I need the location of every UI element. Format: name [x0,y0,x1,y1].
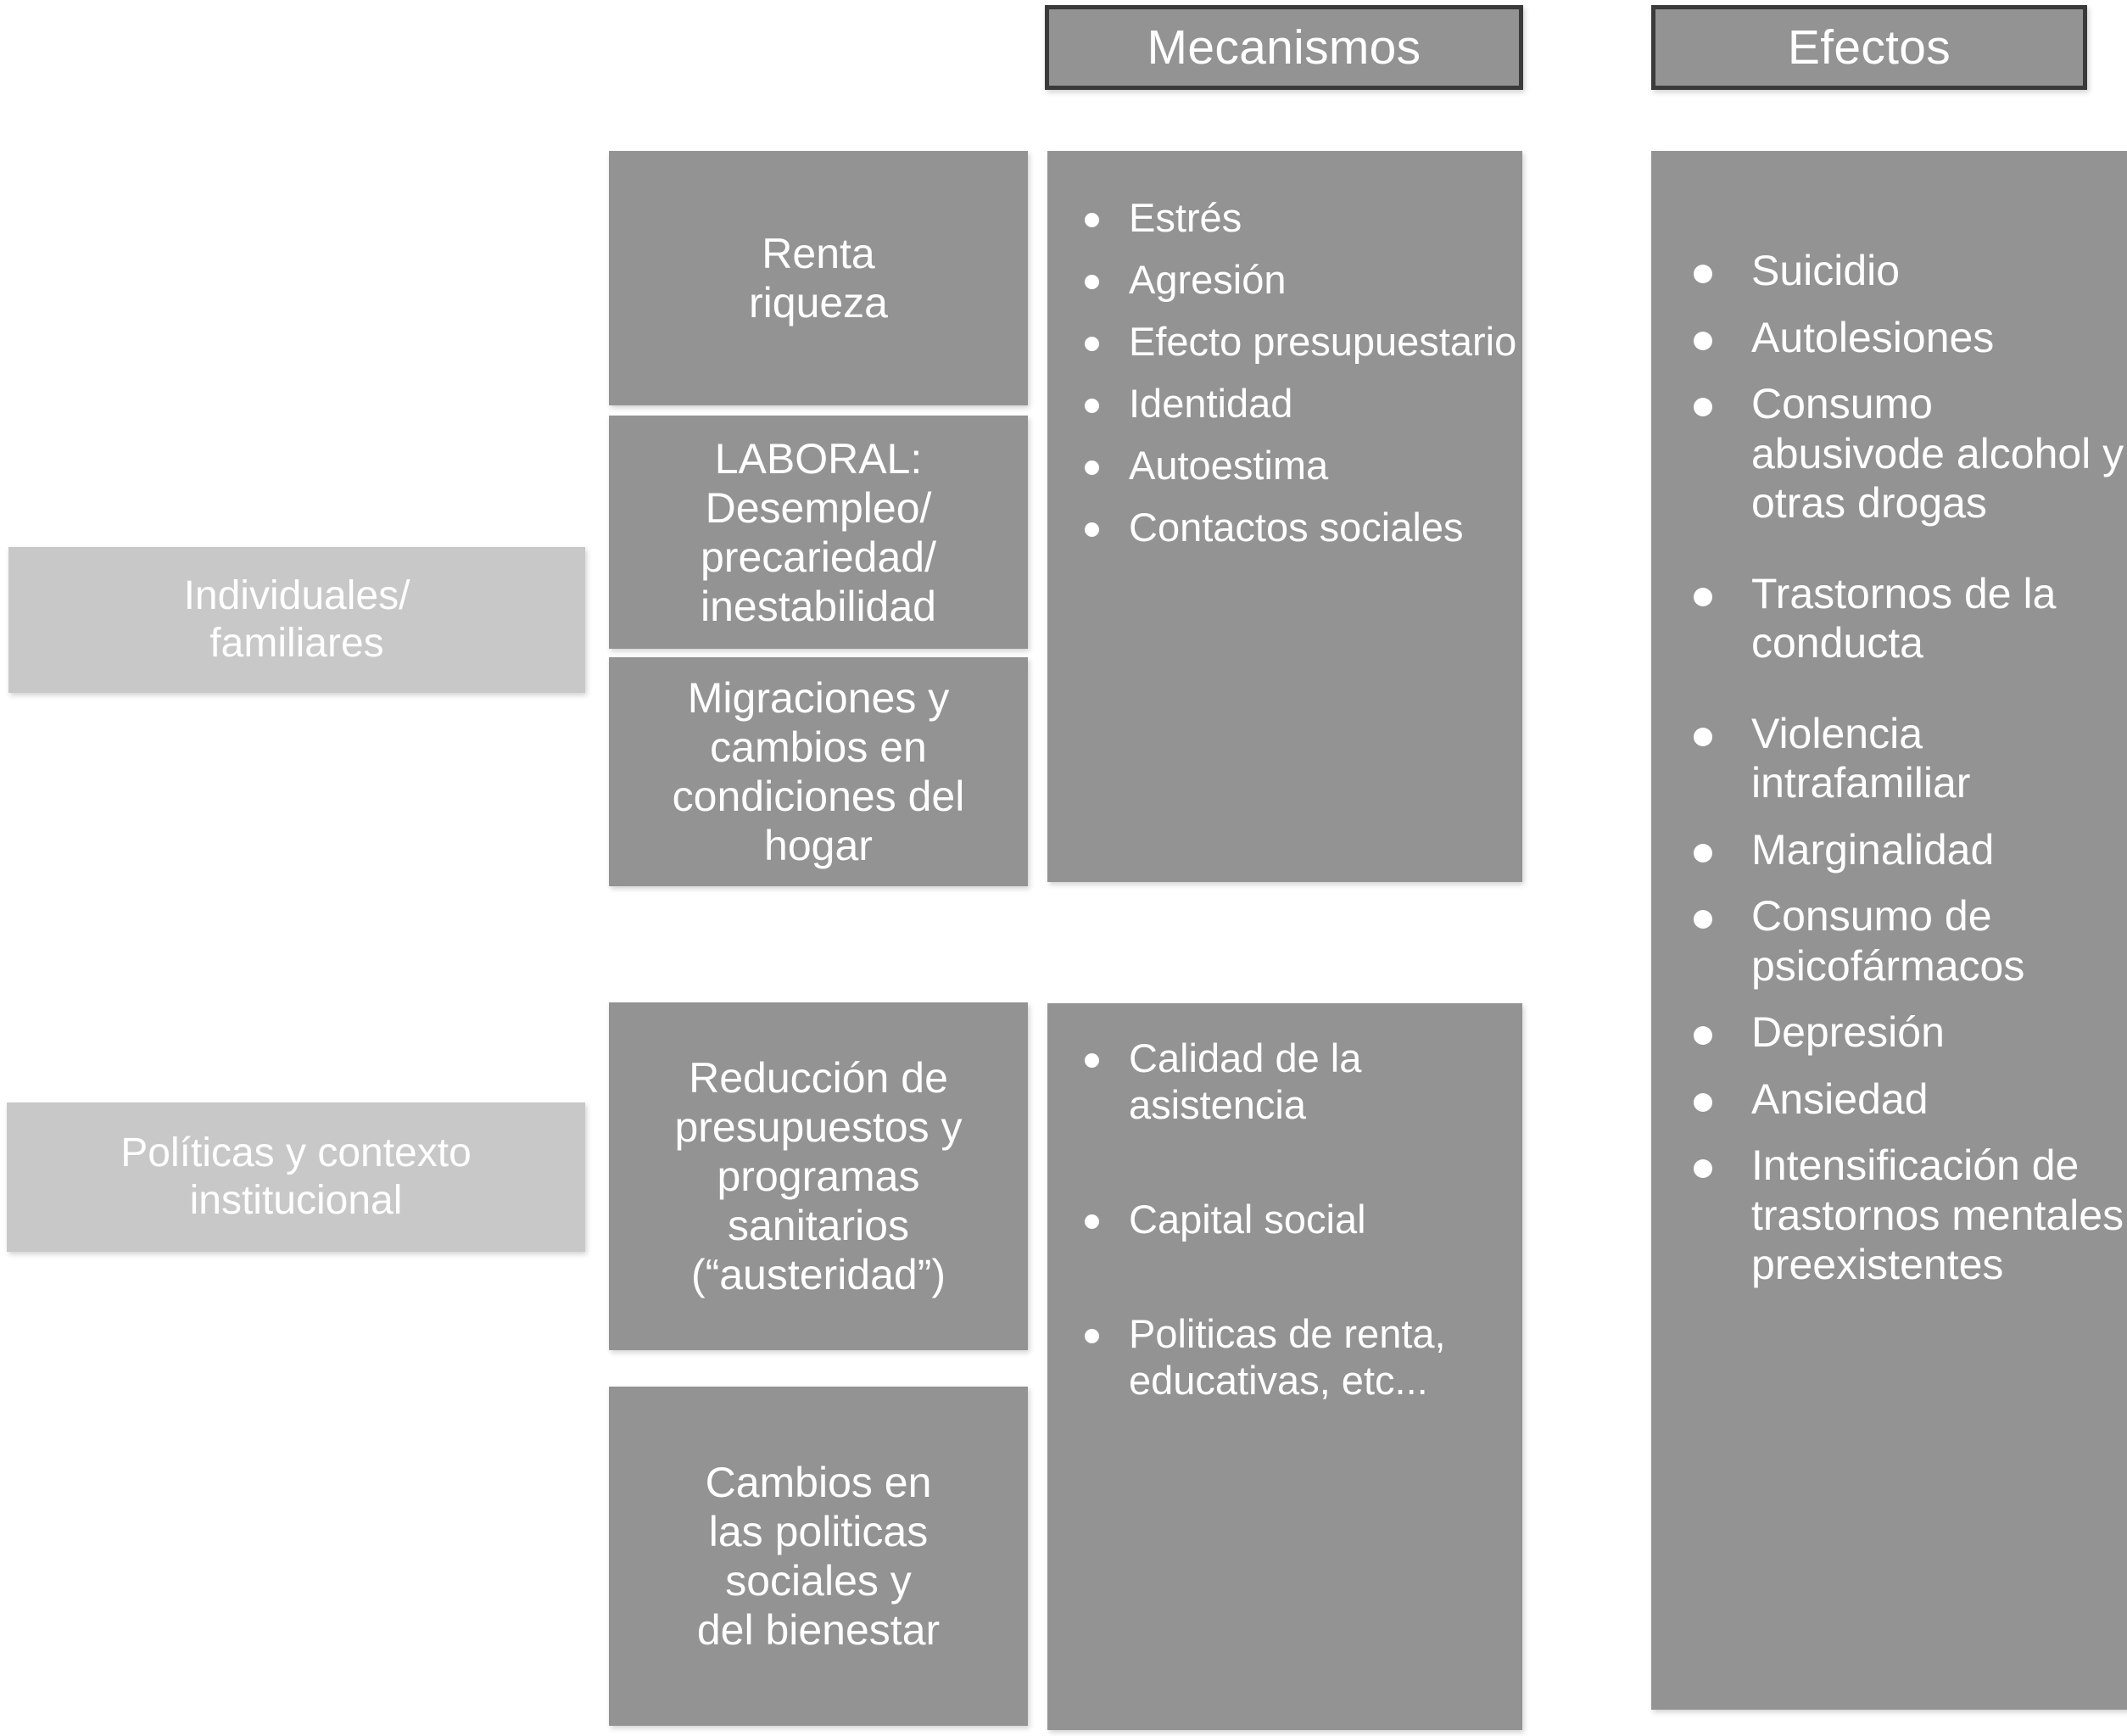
list-item: Intensificación de trastornos mentales p… [1651,1141,2127,1290]
category-label-individuales-familiares: Individuales/ familiares [183,573,410,666]
bullet-dot-icon [1694,1159,1712,1178]
bullet-dot-icon [1694,265,1712,283]
column-header-mecanismos-label: Mecanismos [1147,20,1421,75]
determinant-box-cambios-politicas-sociales: Cambios en las politicas sociales y del … [609,1387,1028,1726]
bullet-dot-icon [1085,1328,1099,1343]
list-item: Marginalidad [1651,825,2127,875]
bullet-dot-icon [1694,398,1712,416]
list-item: Violencia intrafamiliar [1651,709,2127,808]
bullet-dot-icon [1694,1026,1712,1045]
list-item: Autoestima [1047,443,1522,489]
mecanismo-label: Politicas de renta, educativas, etc... [1129,1310,1446,1403]
bullet-dot-icon [1085,213,1099,227]
efecto-label: Consumo de psicofármacos [1751,892,2025,990]
mecanismo-label: Calidad de la asistencia [1129,1035,1362,1127]
mecanismo-label: Efecto presupuestario [1129,318,1517,364]
list-item: Contactos sociales [1047,505,1522,551]
efectos-list: Suicidio Autolesiones Consumo abusivode … [1651,151,2127,1290]
bullet-dot-icon [1694,587,1712,606]
determinant-box-reduccion-presupuestos: Reducción de presupuestos y programas sa… [609,1002,1028,1350]
list-item: Autolesiones [1651,313,2127,363]
efecto-label: Intensificación de trastornos mentales p… [1751,1142,2124,1288]
efecto-label: Ansiedad [1751,1075,1929,1123]
mecanismo-label: Agresión [1129,256,1287,302]
determinant-label-renta-riqueza: Renta riqueza [749,230,888,327]
mecanismos-box-politicas: Calidad de la asistencia Capital social … [1047,1003,1522,1730]
bullet-dot-icon [1694,727,1712,746]
efecto-label: Autolesiones [1751,313,1995,361]
bullet-dot-icon [1085,522,1099,537]
bullet-dot-icon [1694,1092,1712,1112]
determinant-box-migraciones: Migraciones y cambios en condiciones del… [609,657,1028,886]
list-item: Efecto presupuestario [1047,319,1522,366]
bullet-dot-icon [1694,843,1712,862]
mecanismos-individuales-list: Estrés Agresión Efecto presupuestario Id… [1047,151,1522,551]
bullet-dot-icon [1694,910,1712,929]
list-item: Trastornos de la conducta [1651,569,2127,668]
determinant-label-cambios-politicas-sociales: Cambios en las politicas sociales y del … [696,1459,941,1654]
mecanismo-label: Identidad [1129,380,1293,426]
list-item: Consumo abusivode alcohol y otras drogas [1651,379,2127,528]
list-item: Consumo de psicofármacos [1651,891,2127,991]
list-item: Calidad de la asistencia [1047,1035,1522,1129]
efecto-label: Marginalidad [1751,825,1995,874]
efecto-label: Trastornos de la conducta [1751,569,2057,667]
bullet-dot-icon [1085,398,1099,413]
column-header-mecanismos: Mecanismos [1045,5,1523,90]
efectos-box: Suicidio Autolesiones Consumo abusivode … [1651,151,2127,1710]
bullet-dot-icon [1085,336,1099,351]
bullet-dot-icon [1085,1214,1099,1229]
mecanismos-box-individuales: Estrés Agresión Efecto presupuestario Id… [1047,151,1522,882]
efecto-label: Consumo abusivode alcohol y otras drogas [1751,380,2124,527]
mecanismo-label: Capital social [1129,1196,1366,1242]
category-label-politicas-contexto-institucional: Políticas y contexto institucional [120,1130,472,1223]
mecanismos-politicas-list: Calidad de la asistencia Capital social … [1047,1003,1522,1404]
determinant-label-migraciones: Migraciones y cambios en condiciones del… [672,674,965,869]
determinant-label-laboral: LABORAL: Desempleo/ precariedad/ inestab… [701,434,936,630]
list-item: Identidad [1047,381,1522,427]
list-item: Politicas de renta, educativas, etc... [1047,1311,1522,1404]
determinant-box-laboral: LABORAL: Desempleo/ precariedad/ inestab… [609,416,1028,649]
mecanismo-label: Autoestima [1129,442,1329,488]
efecto-label: Suicidio [1751,247,1901,294]
list-item: Suicidio [1651,246,2127,296]
efecto-label: Depresión [1751,1008,1945,1056]
list-item: Depresión [1651,1008,2127,1058]
column-header-efectos: Efectos [1651,5,2087,90]
determinant-box-renta-riqueza: Renta riqueza [609,151,1028,405]
efecto-label: Violencia intrafamiliar [1751,709,1971,807]
bullet-dot-icon [1085,274,1099,289]
bullet-dot-icon [1085,460,1099,475]
category-box-politicas-contexto-institucional: Políticas y contexto institucional [7,1102,585,1252]
list-item: Ansiedad [1651,1075,2127,1125]
column-header-efectos-label: Efectos [1787,20,1951,75]
mecanismo-label: Contactos sociales [1129,504,1464,550]
category-box-individuales-familiares: Individuales/ familiares [8,547,585,693]
list-item: Agresión [1047,257,1522,304]
bullet-dot-icon [1085,1053,1099,1068]
bullet-dot-icon [1694,331,1712,350]
list-item: Estrés [1047,195,1522,242]
mecanismo-label: Estrés [1129,195,1242,240]
list-item: Capital social [1047,1197,1522,1243]
determinant-label-reduccion-presupuestos: Reducción de presupuestos y programas sa… [674,1054,963,1298]
